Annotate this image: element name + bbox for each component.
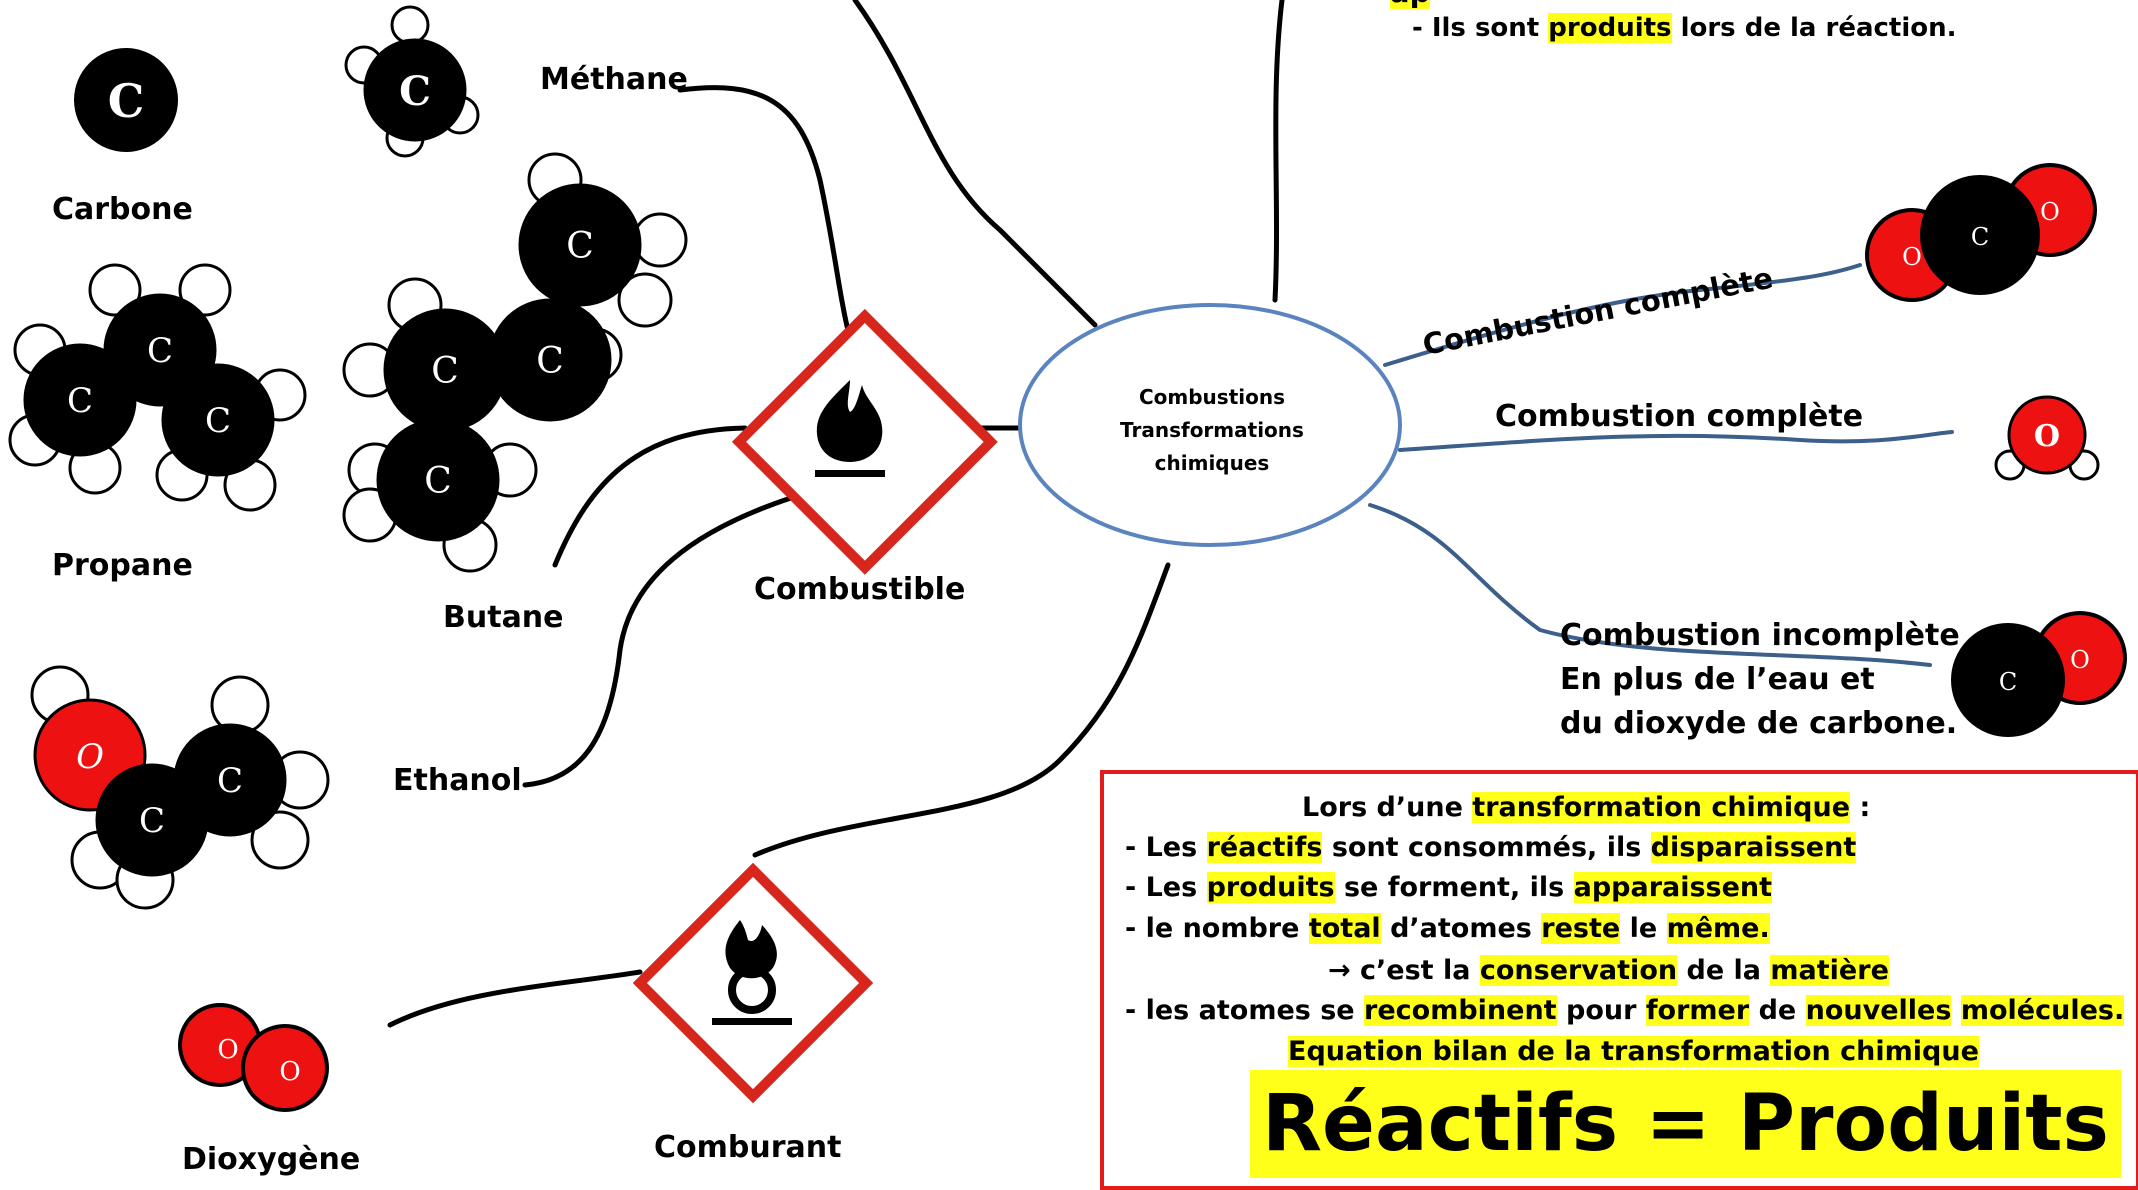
atom-label-c: C: [217, 761, 243, 801]
equation-banner: Réactifs = Produits: [1250, 1070, 2121, 1178]
atom-label-o: O: [2034, 419, 2060, 454]
atom-label-c: C: [536, 341, 564, 382]
top-note-line: - Ils sont produits lors de la réaction.: [1412, 13, 1957, 43]
atom-label-c: C: [1999, 668, 2017, 696]
branch-ethanol: [522, 492, 803, 788]
center-text: Combustions Transformations chimiques: [1120, 385, 1304, 475]
branch-complete1: [1383, 263, 1862, 367]
flame-hazard-icon: [731, 308, 998, 575]
label-comburant: Comburant: [654, 1130, 842, 1165]
label-combustion-complete-2: Combustion complète: [1495, 399, 1864, 434]
atom-label-o: O: [279, 1057, 300, 1087]
co2-molecule-icon: [1865, 163, 2097, 302]
label-combustion-incomplete: Combustion incomplète: [1560, 618, 1960, 653]
atom-label-c: C: [399, 68, 431, 115]
atom-label-c: C: [424, 461, 452, 502]
branch-dioxygen: [387, 969, 643, 1028]
propane-molecule-icon: [8, 263, 307, 512]
top-note-partial: ap: [1390, 0, 1431, 12]
oxidizer-hazard-icon: [632, 862, 874, 1104]
branch-complete2: [1398, 430, 1954, 452]
incomplete-note-2: du dioxyde de carbone.: [1560, 706, 1958, 741]
box-line-2: - Les réactifs sont consommés, ils dispa…: [1125, 832, 1857, 863]
blue-branches: [1368, 263, 1954, 667]
atom-label-c: C: [205, 401, 231, 441]
label-butane: Butane: [443, 600, 564, 635]
atom-label-c: C: [108, 74, 145, 128]
center-line3: chimiques: [1155, 451, 1270, 475]
center-line1: Combustions: [1139, 385, 1285, 409]
branch-incomplete: [1368, 503, 1932, 667]
center-line2: Transformations: [1120, 418, 1304, 442]
atom-letters: C C C C C C C C C O C C O O O O C O O C: [67, 68, 2090, 1087]
incomplete-note-1: En plus de l’eau et: [1560, 662, 1875, 697]
atom-label-c: C: [1971, 223, 1989, 251]
label-combustible: Combustible: [754, 572, 966, 607]
methane-molecule-icon: [344, 5, 480, 158]
branch-comburant-up: [752, 562, 1171, 858]
box-line-6: - les atomes se recombinent pour former …: [1125, 995, 2125, 1026]
ethanol-molecule-icon: [30, 665, 330, 910]
atom-label-o: O: [217, 1035, 238, 1065]
branch-butane: [552, 425, 748, 568]
branch-methane: [677, 85, 851, 333]
atom-label-o: O: [2040, 198, 2060, 226]
box-line-5: → c’est la conservation de la matière: [1328, 955, 1889, 986]
box-line-1: Lors d’une transformation chimique :: [1302, 792, 1871, 823]
label-methane: Méthane: [540, 62, 688, 97]
center-ellipse: [1018, 303, 1402, 547]
label-combustion-complete-1: Combustion complète: [1420, 261, 1776, 362]
black-branches: [387, 0, 1285, 1028]
butane-molecule-icon: [342, 152, 688, 573]
box-line-4: - le nombre total d’atomes reste le même…: [1125, 913, 1770, 944]
carbon-atom-icon: [74, 48, 178, 152]
water-molecule-icon: [1994, 395, 2100, 481]
box-line-7: Equation bilan de la transformation chim…: [1288, 1036, 1979, 1067]
atom-label-o: O: [1902, 243, 1922, 271]
label-dioxygene: Dioxygène: [182, 1142, 361, 1177]
atom-label-c: C: [566, 226, 594, 267]
branch-top-left: [852, 0, 1098, 328]
atom-label-c: C: [147, 331, 173, 371]
branch-top-right: [1272, 0, 1285, 303]
atom-label-c: C: [67, 381, 93, 421]
atom-label-o: O: [76, 737, 104, 777]
dioxygen-molecule-icon: [178, 1003, 329, 1112]
label-ethanol: Ethanol: [393, 763, 522, 798]
label-propane: Propane: [52, 548, 193, 583]
label-carbone: Carbone: [52, 192, 193, 227]
box-line-3: - Les produits se forment, ils apparaiss…: [1125, 872, 1773, 903]
atom-label-c: C: [431, 351, 459, 392]
atom-label-o: O: [2070, 646, 2090, 674]
co-molecule-icon: [1951, 611, 2127, 737]
atom-label-c: C: [139, 801, 165, 841]
